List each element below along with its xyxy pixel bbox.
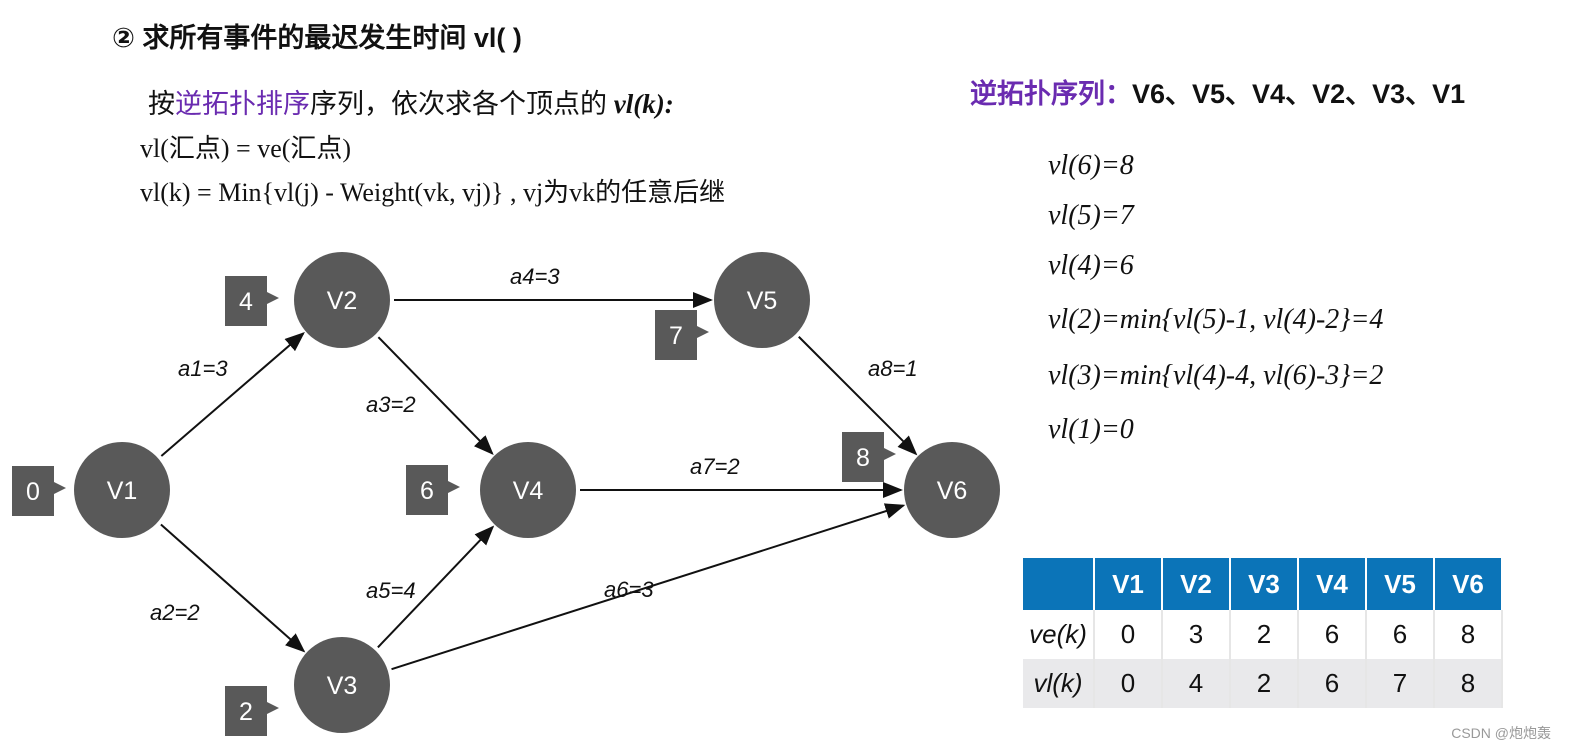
header-cell: V3: [1230, 558, 1299, 610]
cell: 4: [1162, 659, 1231, 708]
node-label: V1: [107, 477, 138, 505]
header-cell: V6: [1434, 558, 1503, 610]
intro-suffix: 序列，依次求各个顶点的: [310, 89, 614, 119]
cell: 6: [1298, 659, 1367, 708]
intro-text: 按逆拓扑排序序列，依次求各个顶点的 vl(k):: [148, 82, 674, 121]
intro-highlight: 逆拓扑排序: [175, 89, 310, 119]
cell: 6: [1298, 610, 1367, 659]
formula-general: vl(k) = Min{vl(j) - Weight(vk, vj)} , vj…: [140, 178, 726, 207]
edge-V1-V3: [160, 523, 306, 653]
vl-step: vl(6)=8: [1048, 150, 1134, 181]
cell: 8: [1434, 659, 1503, 708]
vl-step: vl(5)=7: [1048, 200, 1134, 231]
vl-tag: [12, 466, 66, 516]
watermark: CSDN @炮炮轰: [1451, 725, 1551, 741]
node-V5: [714, 252, 810, 348]
row-label: ve(k): [1023, 610, 1095, 659]
edge-label-a4: a4=3: [510, 264, 560, 289]
intro-prefix: 按: [148, 89, 175, 119]
edge-label-a7: a7=2: [690, 454, 740, 479]
reverse-topo-sequence: 逆拓扑序列：V6、V5、V4、V2、V3、V1: [970, 72, 1465, 111]
vl-tag: [842, 432, 896, 482]
cell: 8: [1434, 610, 1503, 659]
vl-tag-value: 2: [239, 698, 253, 726]
node-V6: [904, 442, 1000, 538]
edge-label-a3: a3=2: [366, 392, 416, 417]
vl-tag: [225, 276, 279, 326]
node-V1: [74, 442, 170, 538]
edge-label-a1: a1=3: [178, 356, 228, 381]
node-label: V2: [327, 287, 358, 315]
node-V4: [480, 442, 576, 538]
vl-tag-value: 6: [420, 477, 434, 505]
cell: 0: [1094, 659, 1163, 708]
vl-step: vl(1)=0: [1048, 414, 1134, 445]
edge-V5-V6: [798, 336, 918, 456]
edge-V3-V4: [377, 525, 495, 649]
vl-tag: [225, 686, 279, 736]
header-cell: V4: [1298, 558, 1367, 610]
cell: 3: [1162, 610, 1231, 659]
vl-step: vl(3)=min{vl(4)-4, vl(6)-3}=2: [1048, 360, 1384, 391]
vl-step: vl(2)=min{vl(5)-1, vl(4)-2}=4: [1048, 304, 1384, 335]
header-cell: V1: [1094, 558, 1163, 610]
edge-V2-V4: [377, 336, 494, 455]
header-cell: V5: [1366, 558, 1435, 610]
header-cell: [1023, 558, 1095, 610]
table-header-row: V1 V2 V3 V4 V5 V6: [1023, 558, 1503, 610]
vl-tag: [655, 310, 709, 360]
edge-V3-V6: [391, 503, 906, 671]
node-V2: [294, 252, 390, 348]
node-label: V3: [327, 672, 358, 700]
table-row-ve: ve(k) 0 3 2 6 6 8: [1023, 610, 1503, 659]
row-label: vl(k): [1023, 659, 1095, 708]
vl-tag-value: 0: [26, 478, 40, 506]
header-cell: V2: [1162, 558, 1231, 610]
vl-tag-value: 4: [239, 288, 253, 316]
edge-label-a2: a2=2: [150, 600, 200, 625]
cell: 6: [1366, 610, 1435, 659]
ve-vl-table: V1 V2 V3 V4 V5 V6 ve(k) 0 3 2 6 6 8 vl(k…: [1023, 558, 1503, 708]
vl-tag: [406, 465, 460, 515]
vl-tag-value: 8: [856, 444, 870, 472]
edge-V1-V2: [160, 332, 305, 457]
edge-label-a5: a5=4: [366, 578, 416, 603]
edge-label-a6: a6=3: [604, 577, 654, 602]
sequence-value: V6、V5、V4、V2、V3、V1: [1132, 79, 1466, 109]
node-label: V6: [937, 477, 968, 505]
formula-sink: vl(汇点) = ve(汇点): [140, 134, 352, 163]
vl-step: vl(4)=6: [1048, 250, 1134, 281]
cell: 2: [1230, 659, 1299, 708]
node-V3: [294, 637, 390, 733]
edge-label-a8: a8=1: [868, 356, 918, 381]
cell: 7: [1366, 659, 1435, 708]
cell: 2: [1230, 610, 1299, 659]
node-label: V5: [747, 287, 778, 315]
vl-tag-value: 7: [669, 322, 683, 350]
node-label: V4: [513, 477, 544, 505]
cell: 0: [1094, 610, 1163, 659]
slide-title: ② 求所有事件的最迟发生时间 vl( ): [112, 23, 522, 53]
table-row-vl: vl(k) 0 4 2 6 7 8: [1023, 659, 1503, 708]
sequence-label: 逆拓扑序列：: [970, 79, 1132, 109]
intro-vlk: vl(k):: [613, 89, 674, 119]
